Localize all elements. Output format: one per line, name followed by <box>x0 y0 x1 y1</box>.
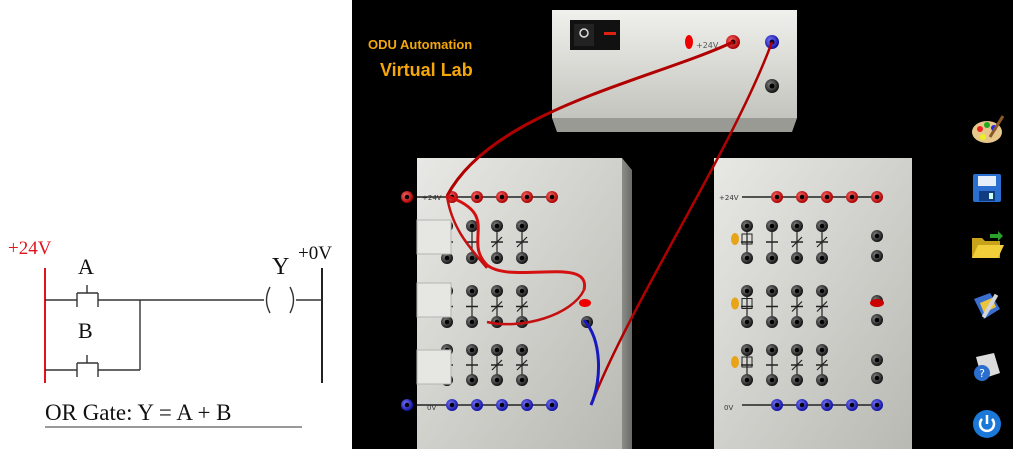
open-folder-icon <box>972 231 1004 258</box>
side-toolbar: ? <box>965 0 1009 449</box>
wire-24v-to-contacts[interactable] <box>446 194 586 291</box>
wire-ps-to-left-0v[interactable] <box>589 41 774 406</box>
push-button-3[interactable] <box>416 349 452 385</box>
contact-b-symbol <box>76 355 99 377</box>
palette-icon <box>972 115 1004 143</box>
positive-rail-label: +24V <box>8 238 52 259</box>
coil-indicator-led <box>870 299 884 307</box>
right-board-zero-label: 0V <box>724 404 734 412</box>
wire-contact-jumper[interactable] <box>486 289 586 326</box>
push-button-2[interactable] <box>416 282 452 318</box>
push-button-1[interactable] <box>416 219 452 255</box>
clear-button[interactable] <box>969 288 1005 324</box>
power-button[interactable] <box>969 406 1005 442</box>
left-board-zero-label: 0V <box>427 404 437 412</box>
wire-coil-to-0v[interactable] <box>582 318 600 406</box>
save-button[interactable] <box>969 170 1005 206</box>
right-board-plus24-label: +24V <box>719 194 739 202</box>
power-switch[interactable] <box>570 20 620 50</box>
ladder-diagram: +24V A B Y +0V OR Gate: Y = A + B <box>0 0 352 449</box>
palette-button[interactable] <box>969 112 1005 148</box>
lab-title-line2: Virtual Lab <box>380 60 473 80</box>
coil-indicator-led <box>579 299 591 307</box>
coil-y-symbol <box>265 286 295 314</box>
open-button[interactable] <box>969 228 1005 264</box>
ladder-lines <box>44 268 323 428</box>
power-indicator-led <box>685 35 693 49</box>
clear-icon <box>974 293 1000 319</box>
contact-b-label: B <box>78 318 93 343</box>
save-icon <box>973 174 1001 202</box>
contact-a-symbol <box>76 285 99 307</box>
contact-a-label: A <box>78 254 94 279</box>
wire-ps-to-left-24v[interactable] <box>445 40 734 197</box>
help-button[interactable]: ? <box>969 348 1005 384</box>
power-icon <box>973 410 1001 438</box>
svg-text:?: ? <box>979 367 985 380</box>
help-icon: ? <box>974 353 1000 381</box>
virtual-lab-viewport[interactable]: ODU Automation Virtual Lab <box>352 0 1013 449</box>
left-board <box>401 158 632 449</box>
left-board-plus24-label: +24V <box>422 194 442 202</box>
lab-scene: +24V <box>401 10 912 449</box>
wires <box>445 40 774 406</box>
ps-plus24-label: +24V <box>696 41 719 50</box>
zero-rail-label: +0V <box>298 243 332 264</box>
coil-y-label: Y <box>272 254 290 280</box>
right-board <box>714 158 912 449</box>
equation-label: OR Gate: Y = A + B <box>45 400 232 425</box>
lab-title-line1: ODU Automation <box>368 37 473 52</box>
